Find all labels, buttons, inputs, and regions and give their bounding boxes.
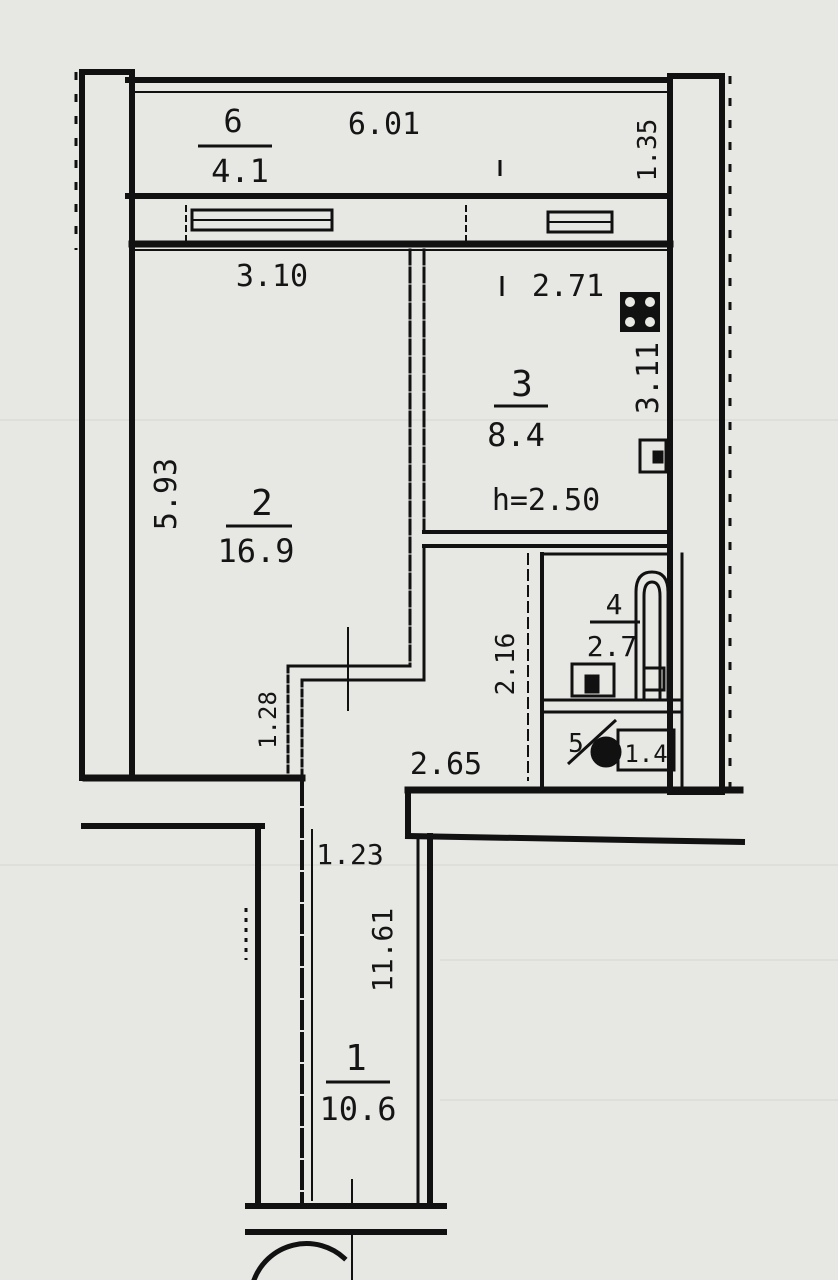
svg-text:5: 5 xyxy=(568,729,584,759)
dim-hall-length: 11.61 xyxy=(366,908,399,992)
dim-bath-length: 2.16 xyxy=(491,633,521,696)
washbasin-icon xyxy=(570,662,666,698)
svg-text:2: 2 xyxy=(251,483,273,524)
svg-text:3: 3 xyxy=(511,364,533,405)
dim-room-width: 3.10 xyxy=(236,259,308,294)
svg-text:1: 1 xyxy=(345,1038,367,1079)
dim-hall-width: 1.23 xyxy=(316,838,383,871)
room-label-kitchen: 3 8.4 xyxy=(487,364,548,454)
svg-text:4.1: 4.1 xyxy=(211,152,269,190)
dim-corridor-length: 2.65 xyxy=(410,747,482,782)
dim-kitchen-width: 2.71 xyxy=(532,269,604,304)
dim-balcony-width: 1.35 xyxy=(633,119,663,182)
room-label-balcony: 6 4.1 xyxy=(198,102,272,190)
svg-text:1.4: 1.4 xyxy=(624,740,667,768)
stove-icon xyxy=(620,292,660,332)
paper-lines xyxy=(0,419,838,1101)
bathtub-icon xyxy=(634,570,670,700)
walls xyxy=(79,69,746,1280)
dim-room-length: 5.93 xyxy=(149,458,184,530)
room-label-room: 2 16.9 xyxy=(217,483,294,570)
room-label-toilet: 5 1.4 xyxy=(568,729,668,768)
dimension-ticks xyxy=(74,72,732,960)
svg-text:8.4: 8.4 xyxy=(487,416,545,454)
svg-text:16.9: 16.9 xyxy=(217,532,294,570)
ceiling-height: h=2.50 xyxy=(492,483,600,518)
svg-text:2.7: 2.7 xyxy=(587,630,638,663)
room-label-bathroom: 4 2.7 xyxy=(587,588,640,663)
dim-door-nook: 1.28 xyxy=(254,691,282,749)
toilet-icon xyxy=(566,718,676,772)
sink-icon xyxy=(638,438,668,474)
svg-text:10.6: 10.6 xyxy=(319,1090,396,1128)
room-label-hallway: 1 10.6 xyxy=(319,1038,396,1128)
svg-text:4: 4 xyxy=(606,588,623,621)
right-exterior-wall xyxy=(667,73,725,795)
left-exterior-wall xyxy=(79,69,135,781)
svg-text:6: 6 xyxy=(223,102,242,140)
dim-balcony-length: 6.01 xyxy=(348,107,420,142)
dim-kitchen-length: 3.11 xyxy=(631,342,666,414)
